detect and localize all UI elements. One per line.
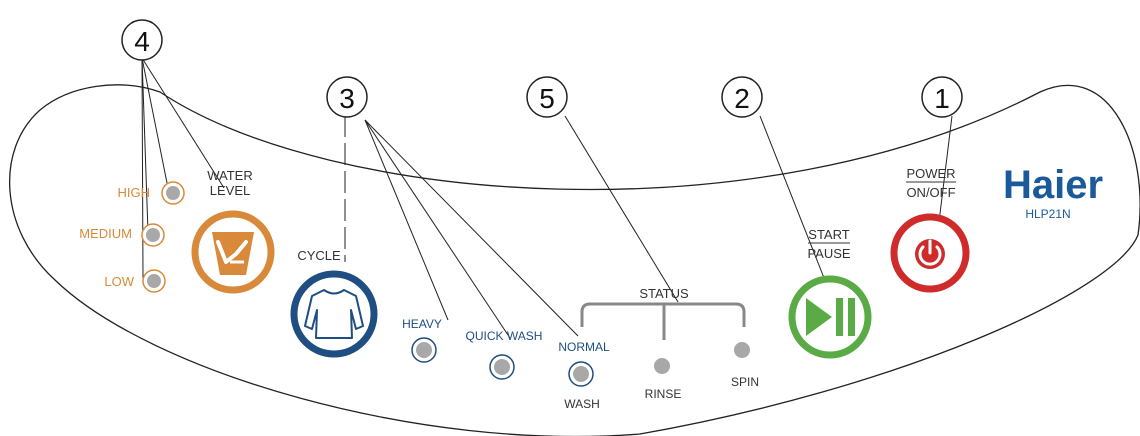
callout-2-label: 2 [734, 83, 750, 114]
panel-outline [9, 84, 1140, 436]
power-section: POWER ON/OFF [890, 166, 970, 293]
callout-leaders [141, 57, 953, 339]
water-level-high-label: HIGH [118, 185, 151, 200]
callout-4-label: 4 [134, 26, 150, 57]
on-off-label: ON/OFF [906, 185, 955, 200]
status-spin-indicator [734, 342, 750, 358]
brand: Haier HLP21N [1003, 163, 1103, 221]
status-rinse-indicator [654, 358, 670, 374]
water-level-button[interactable] [191, 210, 275, 294]
power-label: POWER [906, 166, 955, 181]
cycle-quick-wash-indicator[interactable] [489, 354, 515, 380]
cycle-quick-wash-label: QUICK WASH [466, 329, 543, 343]
callout-5: 5 [526, 76, 568, 118]
status-wash-label: WASH [564, 397, 600, 411]
callout-3: 3 [326, 76, 368, 118]
callout-3-label: 3 [339, 83, 355, 114]
water-level-medium-indicator[interactable] [141, 223, 165, 247]
brand-logo: Haier [1003, 163, 1103, 207]
status-spin-label: SPIN [731, 375, 759, 389]
power-icon [915, 239, 945, 269]
status-bracket [580, 302, 746, 340]
status-title: STATUS [639, 286, 689, 301]
cycle-section: CYCLE HEAVY QUICK WASH NORMAL [290, 248, 610, 387]
water-level-low-label: LOW [104, 274, 134, 289]
cycle-title: CYCLE [297, 248, 341, 263]
water-glass-icon [212, 232, 254, 275]
model-number: HLP21N [1025, 207, 1070, 221]
shirt-icon [304, 289, 364, 339]
water-level-title-line2: LEVEL [210, 183, 250, 198]
start-label: START [808, 227, 849, 242]
start-pause-button[interactable] [788, 275, 872, 359]
callout-5-label: 5 [539, 83, 555, 114]
cycle-normal-indicator[interactable] [568, 361, 594, 387]
water-level-medium-label: MEDIUM [79, 226, 132, 241]
power-button[interactable] [890, 213, 970, 293]
cycle-button[interactable] [290, 270, 378, 358]
water-level-title-line1: WATER [207, 168, 253, 183]
callout-1-label: 1 [934, 83, 950, 114]
water-level-high-indicator[interactable] [161, 181, 185, 205]
callout-1: 1 [921, 76, 963, 118]
callout-2: 2 [721, 76, 763, 118]
water-level-low-indicator[interactable] [142, 269, 166, 293]
status-section: STATUS WASH RINSE SPIN [564, 286, 759, 411]
callout-4: 4 [121, 19, 163, 61]
cycle-heavy-label: HEAVY [402, 317, 442, 331]
cycle-heavy-indicator[interactable] [411, 337, 437, 363]
pause-label: PAUSE [807, 246, 850, 261]
play-pause-icon [806, 298, 855, 336]
water-level-section: WATER LEVEL HIGH MEDIUM LOW [79, 168, 275, 294]
status-rinse-label: RINSE [645, 387, 682, 401]
start-pause-section: START PAUSE [788, 227, 872, 359]
cycle-normal-label: NORMAL [558, 340, 610, 354]
